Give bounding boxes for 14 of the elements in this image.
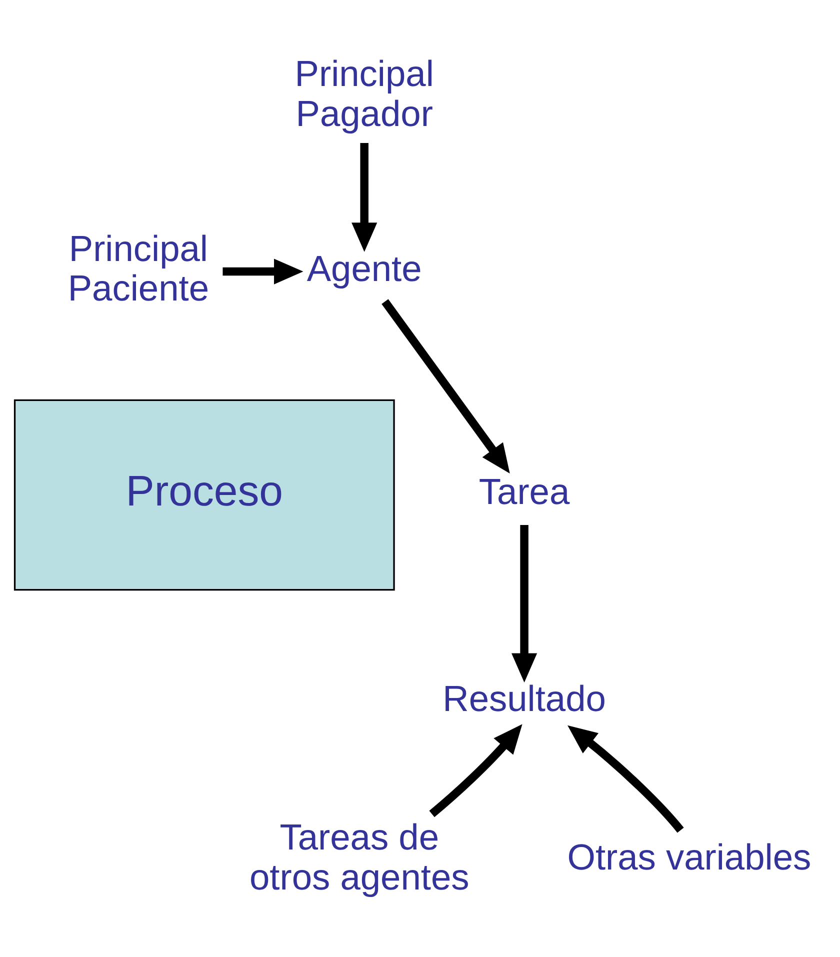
- arrow: [429, 724, 522, 818]
- node-text: Tarea: [478, 471, 570, 512]
- arrow: [382, 299, 510, 474]
- node-text: Agente: [306, 248, 422, 289]
- arrow: [512, 524, 538, 682]
- node-box: Proceso: [14, 399, 395, 591]
- node-text: Resultado: [442, 678, 606, 720]
- arrow: [222, 258, 304, 284]
- node-text: Otras variables: [567, 836, 812, 878]
- node-text: Principal Pagador: [294, 53, 434, 134]
- arrow: [352, 143, 378, 252]
- arrow: [568, 725, 684, 833]
- node-text: Tareas de otros agentes: [250, 816, 470, 898]
- node-text: Principal Paciente: [68, 228, 210, 309]
